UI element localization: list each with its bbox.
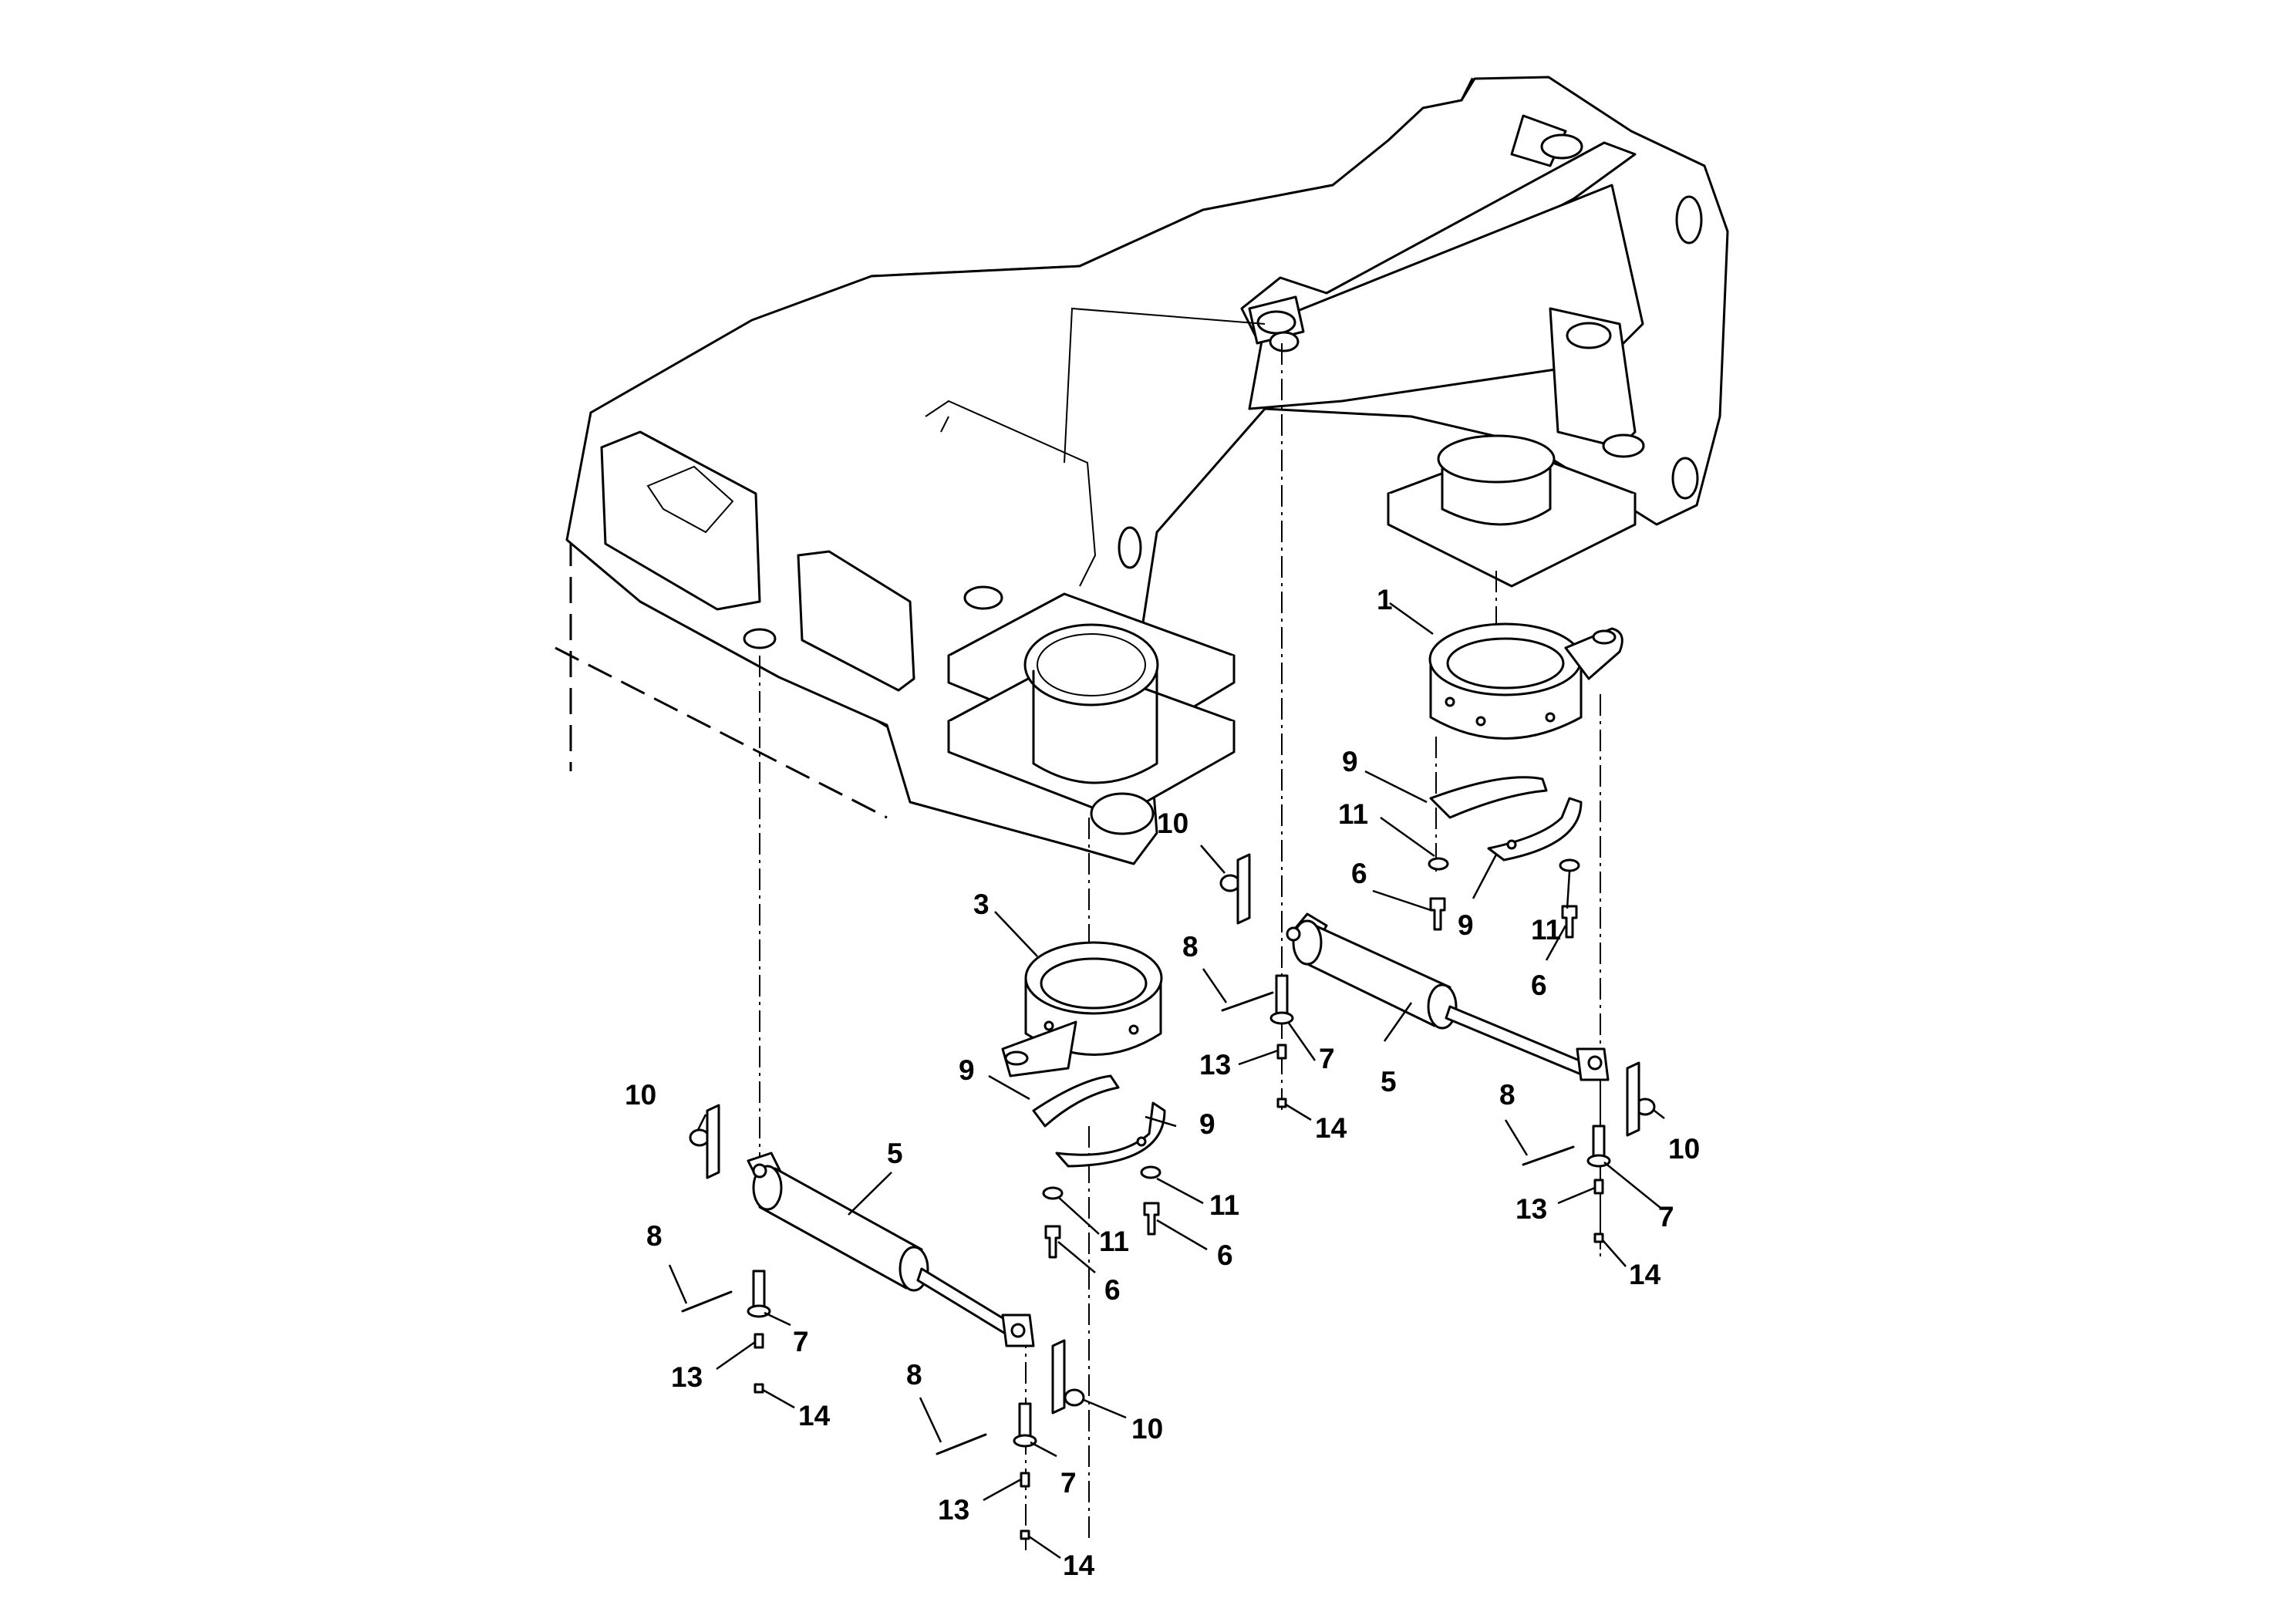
nut-10-c xyxy=(1064,1388,1085,1407)
callout-14-c: 14 xyxy=(1063,1549,1095,1581)
callout-5-a: 5 xyxy=(1381,1066,1397,1098)
callout-11-b: 11 xyxy=(1531,914,1561,946)
bolt-6-ll-a xyxy=(1044,1225,1061,1259)
washer-11-ur-a xyxy=(1428,857,1449,871)
callout-13-c: 13 xyxy=(938,1494,969,1526)
callout-3: 3 xyxy=(973,889,990,920)
callout-9-d: 9 xyxy=(1199,1108,1215,1140)
callout-14-b: 14 xyxy=(798,1400,831,1431)
callout-11-a: 11 xyxy=(1338,798,1368,830)
main-frame xyxy=(555,76,1729,865)
steering-cylinder-lower xyxy=(747,1152,1035,1347)
bolt-6-ur-b xyxy=(1561,905,1578,939)
pin-hardware xyxy=(681,853,1656,1540)
callout-8-d: 8 xyxy=(1499,1079,1515,1111)
callout-10-a: 10 xyxy=(1157,808,1188,839)
callout-10-b: 10 xyxy=(625,1079,656,1111)
callout-9-a: 9 xyxy=(1342,746,1358,777)
shims xyxy=(1032,776,1583,1168)
swivel-ring-3 xyxy=(1001,941,1163,1077)
nut-10-b xyxy=(689,1128,710,1147)
callout-11-c: 11 xyxy=(1099,1226,1129,1257)
leader-lines xyxy=(668,602,1665,1560)
washers-bolts xyxy=(1042,857,1580,1259)
callout-10-d: 10 xyxy=(1668,1133,1700,1165)
callout-6-c: 6 xyxy=(1104,1274,1121,1306)
callout-9-b: 9 xyxy=(1458,909,1474,941)
shim-upper-a xyxy=(1429,776,1548,819)
callout-7-a: 7 xyxy=(1319,1043,1335,1074)
callout-14-a: 14 xyxy=(1315,1112,1347,1144)
callout-6-d: 6 xyxy=(1217,1239,1233,1271)
callout-13-a: 13 xyxy=(1199,1049,1231,1081)
callout-14-d: 14 xyxy=(1629,1259,1661,1290)
callout-6-a: 6 xyxy=(1351,858,1367,889)
callout-13-b: 13 xyxy=(671,1361,703,1393)
shim-lower-b xyxy=(1055,1101,1166,1168)
callout-11-d: 11 xyxy=(1209,1189,1239,1221)
callout-13-d: 13 xyxy=(1515,1193,1547,1225)
washer-11-ur-b xyxy=(1559,858,1580,872)
swivel-ring-1 xyxy=(1428,622,1623,740)
nut-10-a xyxy=(1219,874,1241,892)
washer-11-ll-b xyxy=(1140,1165,1161,1179)
callout-labels: 1 3 9 9 9 9 11 11 11 11 6 6 6 6 10 10 10… xyxy=(625,584,1700,1581)
callout-8-a: 8 xyxy=(1182,931,1199,963)
callout-8-b: 8 xyxy=(646,1220,663,1252)
washer-11-ll-a xyxy=(1042,1186,1064,1200)
callout-8-c: 8 xyxy=(906,1359,922,1391)
callout-7-b: 7 xyxy=(793,1326,809,1357)
callout-7-d: 7 xyxy=(1658,1201,1674,1233)
callout-5-b: 5 xyxy=(887,1138,903,1169)
bolt-6-ll-b xyxy=(1143,1202,1160,1236)
shim-lower-a xyxy=(1032,1074,1120,1128)
callout-7-c: 7 xyxy=(1060,1467,1077,1499)
callout-6-b: 6 xyxy=(1531,969,1547,1001)
callout-9-c: 9 xyxy=(959,1054,975,1086)
steering-cylinder-upper xyxy=(1286,912,1610,1081)
callout-1: 1 xyxy=(1377,584,1393,615)
callout-10-c: 10 xyxy=(1131,1413,1163,1445)
bolt-6-ur-a xyxy=(1429,897,1446,931)
shim-upper-b xyxy=(1487,797,1583,862)
